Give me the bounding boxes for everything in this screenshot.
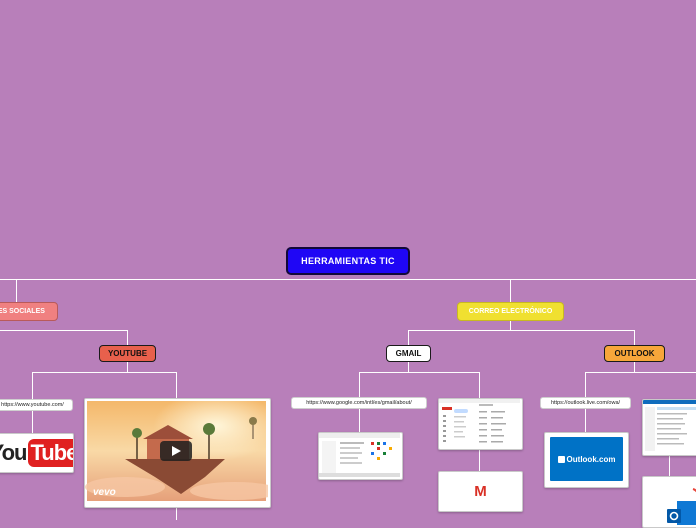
youtube-logo-you: You <box>0 440 27 465</box>
youtube-logo-image: You Tube <box>0 433 74 473</box>
outlook-screenshot-image <box>642 399 696 456</box>
gmail-screenshot-image <box>318 432 403 480</box>
tool-outlook[interactable]: OUTLOOK <box>604 345 665 362</box>
outlook-logo-text: Outlook.com <box>566 454 616 464</box>
gmail-m-icon: M <box>474 483 487 500</box>
gmail-inbox-image <box>438 398 523 450</box>
category-correo-electronico[interactable]: CORREO ELECTRÓNICO <box>457 302 564 321</box>
vevo-watermark: vevo <box>93 487 116 498</box>
outlook-logo-image: Outlook.com <box>544 432 629 488</box>
youtube-video-thumbnail[interactable]: vevo <box>84 398 271 508</box>
tool-gmail[interactable]: GMAIL <box>386 345 431 362</box>
youtube-logo-tube: Tube <box>27 439 73 467</box>
tool-youtube[interactable]: YOUTUBE <box>99 345 156 362</box>
video-scene-illustration <box>85 401 270 501</box>
gmail-url-link[interactable]: https://www.google.com/intl/es/gmail/abo… <box>291 397 427 409</box>
outlook-icon <box>557 455 565 463</box>
youtube-url-link[interactable]: https://www.youtube.com/ <box>0 399 73 411</box>
gmail-logo-image: M <box>438 471 523 512</box>
outlook-app-icon-image <box>642 476 696 528</box>
root-node[interactable]: HERRAMIENTAS TIC <box>286 247 410 275</box>
category-redes-sociales[interactable]: REDES SOCIALES <box>0 302 58 321</box>
outlook-url-link[interactable]: https://outlook.live.com/owa/ <box>540 397 631 409</box>
